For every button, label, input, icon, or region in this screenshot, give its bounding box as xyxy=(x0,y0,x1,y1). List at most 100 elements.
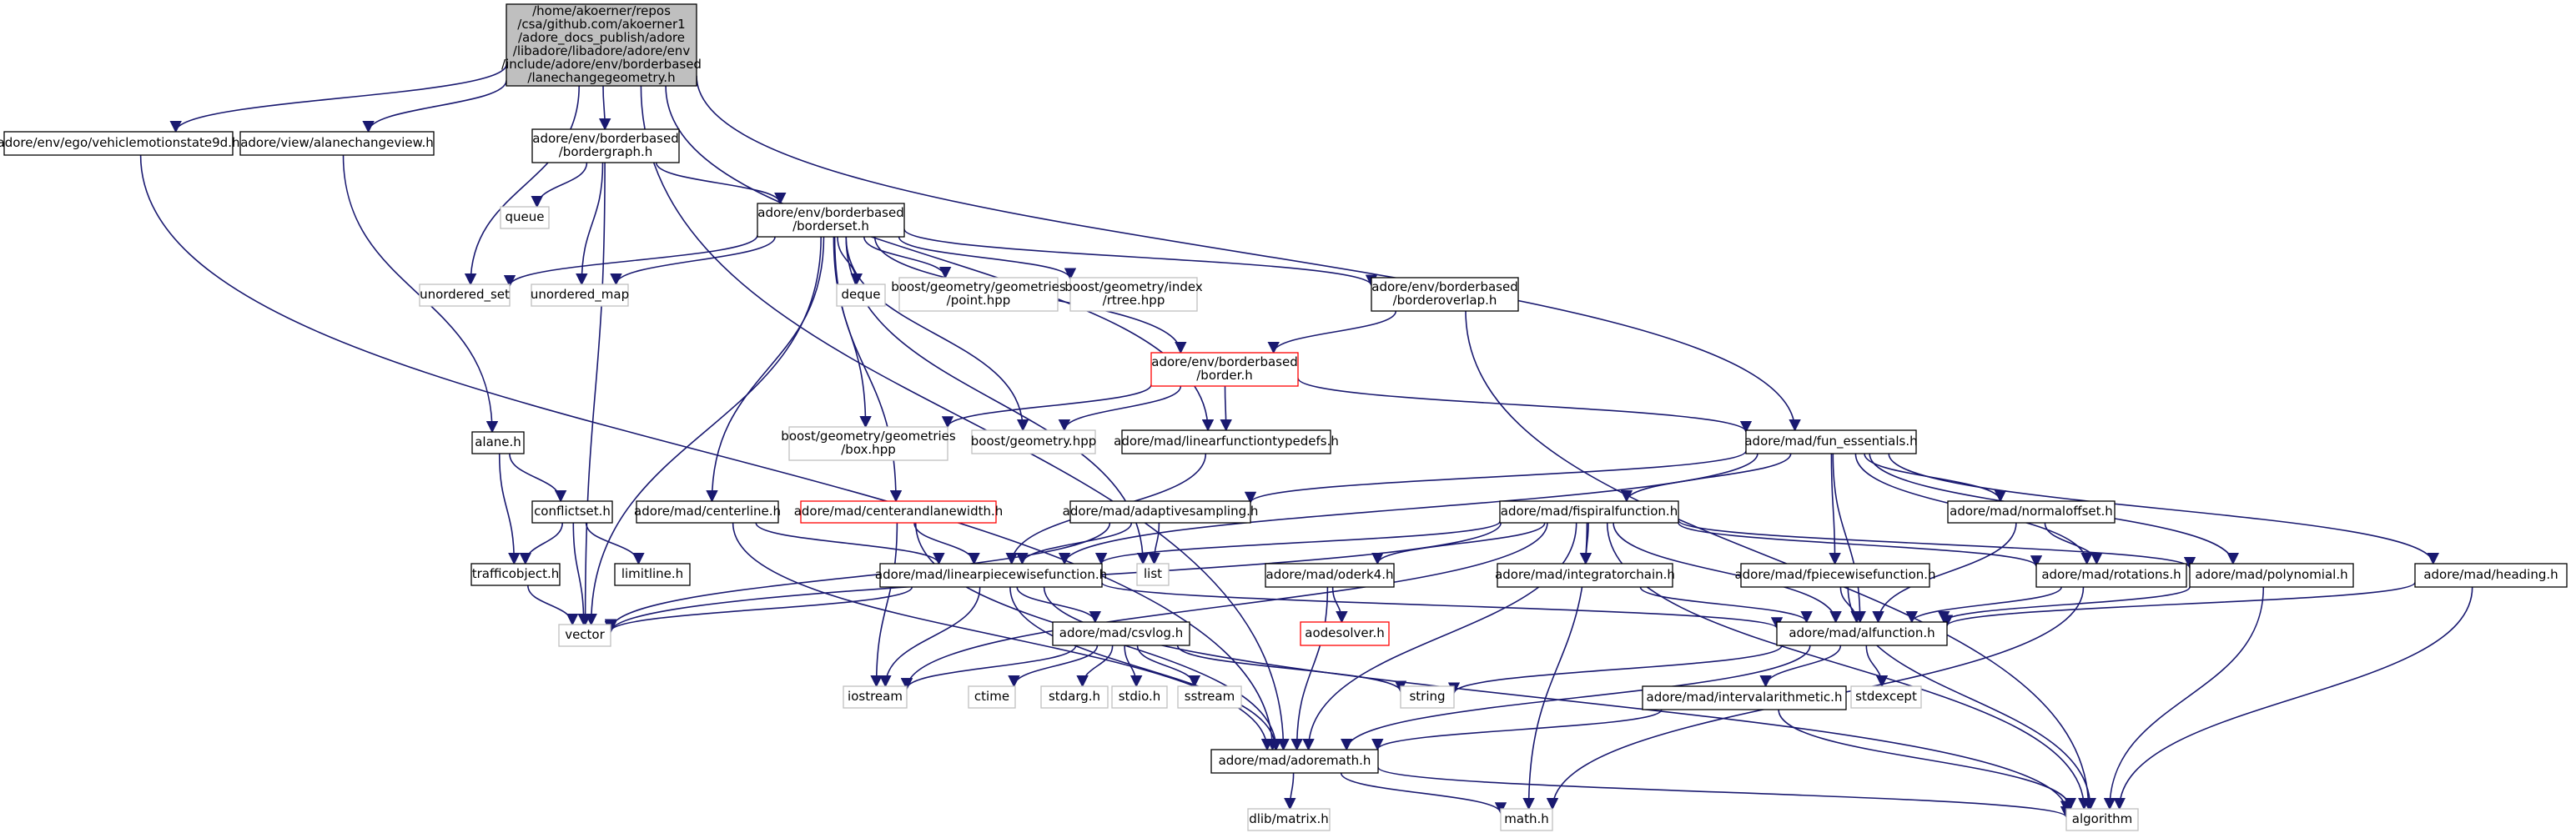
edge-root-to-unordered_set xyxy=(464,85,580,286)
edge-centerline-to-linearpiecewisefunction xyxy=(755,522,945,565)
edge-integratorchain-to-alfunction xyxy=(1639,586,1813,624)
node-box-linearpiecewisefunction xyxy=(879,563,1103,588)
node-conflictset[interactable]: conflictset.h xyxy=(531,500,613,524)
node-label-oderk4: adore/mad/oderk4.h xyxy=(1266,567,1394,582)
edge-vehiclemotionstate9d-to-adoremath xyxy=(139,154,1279,751)
node-fpiecewisefunction[interactable]: adore/mad/fpiecewisefunction.h xyxy=(1734,563,1936,588)
node-fispiralfunction[interactable]: adore/mad/fispiralfunction.h xyxy=(1499,500,1679,524)
node-box-adaptivesampling xyxy=(1069,500,1251,524)
node-aodesolver[interactable]: aodesolver.h xyxy=(1300,621,1390,646)
node-box-trafficobject xyxy=(470,563,561,586)
node-trafficobject[interactable]: trafficobject.h xyxy=(470,563,561,586)
node-label-borderset: /borderset.h xyxy=(792,218,869,233)
node-box-unordered_set xyxy=(419,284,511,307)
edge-borderset-to-borderoverlap xyxy=(903,228,1377,287)
node-box-unordered_map xyxy=(531,284,629,307)
edge-adaptivesampling-to-vector xyxy=(604,522,1111,631)
edge-border-to-bg_box xyxy=(941,384,1152,429)
node-normaloffset[interactable]: adore/mad/normaloffset.h xyxy=(1947,500,2116,524)
node-label-border: /border.h xyxy=(1196,368,1252,383)
node-box-centerandlanewidth xyxy=(800,500,997,524)
edge-bordergraph-to-vector xyxy=(579,162,606,626)
node-label-csvlog: adore/mad/csvlog.h xyxy=(1059,625,1183,640)
node-box-intervalarithmetic xyxy=(1642,685,1847,710)
node-box-algorithm xyxy=(2065,808,2139,831)
node-adoremath[interactable]: adore/mad/adoremath.h xyxy=(1210,749,1379,774)
edge-borderoverlap-to-border xyxy=(1267,310,1397,354)
node-vehiclemotionstate9d[interactable]: adore/env/ego/vehiclemotionstate9d.h xyxy=(0,131,239,156)
node-label-root: /adore_docs_publish/adore xyxy=(518,30,685,46)
edge-fispiralfunction-to-rotations xyxy=(1678,522,2042,568)
node-polynomial[interactable]: adore/mad/polynomial.h xyxy=(2189,563,2354,588)
node-oderk4[interactable]: adore/mad/oderk4.h xyxy=(1265,563,1395,588)
node-label-unordered_map: unordered_map xyxy=(531,287,629,303)
edge-conflictset-to-trafficobject xyxy=(519,522,563,565)
edge-conflictset-to-vector xyxy=(572,522,590,626)
node-box-alanechangeview xyxy=(239,131,435,156)
edge-border-to-linearfunctiontypedefs xyxy=(1220,385,1232,432)
node-unordered_map: unordered_map xyxy=(531,284,629,307)
node-box-centerline xyxy=(636,500,779,524)
node-label-root: /libadore/libadore/adore/env xyxy=(513,43,691,58)
edge-adoremath-to-algorithm xyxy=(1377,766,2072,819)
node-bordergraph[interactable]: adore/env/borderbased/bordergraph.h xyxy=(531,128,680,163)
node-centerandlanewidth[interactable]: adore/mad/centerandlanewidth.h xyxy=(794,500,1004,524)
node-border[interactable]: adore/env/borderbased/border.h xyxy=(1150,352,1299,387)
node-label-bg_box: boost/geometry/geometries xyxy=(781,429,956,444)
node-borderset[interactable]: adore/env/borderbased/borderset.h xyxy=(757,203,905,238)
node-unordered_set: unordered_set xyxy=(419,284,511,307)
node-label-ctime: ctime xyxy=(974,689,1009,704)
node-label-bg_rtree: boost/geometry/index xyxy=(1064,279,1203,294)
node-alanechangeview[interactable]: adore/view/alanechangeview.h xyxy=(239,131,435,156)
edge-linearpiecewisefunction-to-alfunction xyxy=(1101,582,1783,630)
node-root[interactable]: /home/akoerner/repos/csa/github.com/akoe… xyxy=(501,3,702,87)
node-box-dlib_matrix xyxy=(1247,808,1331,831)
edge-fispiralfunction-to-oderk4 xyxy=(1371,522,1546,565)
node-label-adaptivesampling: adore/mad/adaptivesampling.h xyxy=(1063,504,1259,519)
edge-fun_essentials-to-adaptivesampling xyxy=(1245,450,1747,504)
node-label-centerandlanewidth: adore/mad/centerandlanewidth.h xyxy=(794,504,1004,519)
edge-adoremath-to-dlib_matrix xyxy=(1284,772,1296,810)
node-alfunction[interactable]: adore/mad/alfunction.h xyxy=(1776,621,1948,646)
node-intervalarithmetic[interactable]: adore/mad/intervalarithmetic.h xyxy=(1642,685,1847,710)
node-box-stdarg xyxy=(1040,685,1109,709)
node-rotations[interactable]: adore/mad/rotations.h xyxy=(2035,563,2187,588)
node-label-list: list xyxy=(1144,566,1162,581)
edge-adaptivesampling-to-linearpiecewisefunction xyxy=(1016,522,1133,565)
edge-fun_essentials-to-fispiralfunction xyxy=(1620,453,1792,503)
node-integratorchain[interactable]: adore/mad/integratorchain.h xyxy=(1495,563,1675,588)
node-label-heading: adore/mad/heading.h xyxy=(2423,567,2558,582)
edge-trafficobject-to-vector xyxy=(527,585,579,626)
node-csvlog[interactable]: adore/mad/csvlog.h xyxy=(1052,621,1190,646)
node-box-csvlog xyxy=(1052,621,1190,646)
node-box-fun_essentials xyxy=(1745,429,1917,454)
node-algorithm: algorithm xyxy=(2065,808,2139,831)
node-heading[interactable]: adore/mad/heading.h xyxy=(2414,563,2568,588)
node-box-stdexcept xyxy=(1850,685,1922,709)
node-alane[interactable]: alane.h xyxy=(471,431,525,454)
node-ctime: ctime xyxy=(968,685,1016,709)
node-adaptivesampling[interactable]: adore/mad/adaptivesampling.h xyxy=(1063,500,1259,524)
node-label-borderoverlap: adore/env/borderbased xyxy=(1371,279,1517,294)
node-queue: queue xyxy=(500,206,550,229)
node-limitline[interactable]: limitline.h xyxy=(614,563,691,586)
node-fun_essentials[interactable]: adore/mad/fun_essentials.h xyxy=(1744,429,1918,454)
node-label-polynomial: adore/mad/polynomial.h xyxy=(2195,567,2347,582)
edge-centerandlanewidth-to-iostream xyxy=(870,522,898,688)
node-box-list xyxy=(1136,563,1170,586)
edge-fun_essentials-to-heading xyxy=(1888,453,2439,565)
node-label-string: string xyxy=(1409,689,1445,704)
edge-centerandlanewidth-to-linearpiecewisefunction xyxy=(913,522,980,565)
edge-borderset-to-centerline xyxy=(706,236,825,503)
node-box-bg_point xyxy=(898,277,1059,312)
edge-csvlog-to-ctime xyxy=(1008,645,1099,688)
edge-borderset-to-vector xyxy=(585,236,822,626)
node-linearpiecewisefunction[interactable]: adore/mad/linearpiecewisefunction.h xyxy=(875,563,1107,588)
node-box-alfunction xyxy=(1776,621,1948,646)
node-borderoverlap[interactable]: adore/env/borderbased/borderoverlap.h xyxy=(1371,277,1519,312)
edge-linearpiecewisefunction-to-csvlog xyxy=(1016,586,1101,624)
edge-csvlog-to-stdarg xyxy=(1076,645,1114,688)
node-label-stdexcept: stdexcept xyxy=(1855,689,1917,704)
node-centerline[interactable]: adore/mad/centerline.h xyxy=(634,500,781,524)
node-linearfunctiontypedefs[interactable]: adore/mad/linearfunctiontypedefs.h xyxy=(1114,429,1339,454)
